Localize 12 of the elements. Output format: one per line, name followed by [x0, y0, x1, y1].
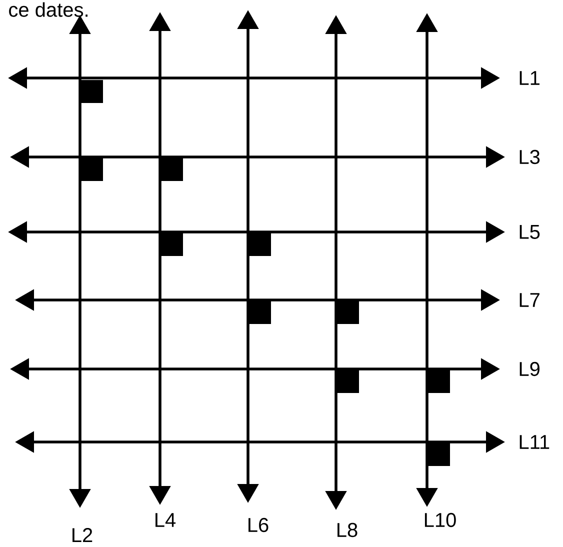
line-label: ce dates. [9, 2, 88, 17]
line-label: L3 [520, 150, 540, 164]
line-label: L8 [338, 522, 358, 538]
line-label: L7 [520, 293, 540, 307]
line-label: L2 [72, 528, 92, 542]
line-label: L5 [520, 225, 540, 239]
line-label: L1 [520, 71, 540, 85]
line-label: L10 [424, 512, 456, 528]
line-label: L6 [248, 518, 268, 532]
line-label: L11 [520, 435, 550, 449]
line-label: L9 [520, 362, 540, 376]
line-label: L4 [156, 513, 176, 527]
